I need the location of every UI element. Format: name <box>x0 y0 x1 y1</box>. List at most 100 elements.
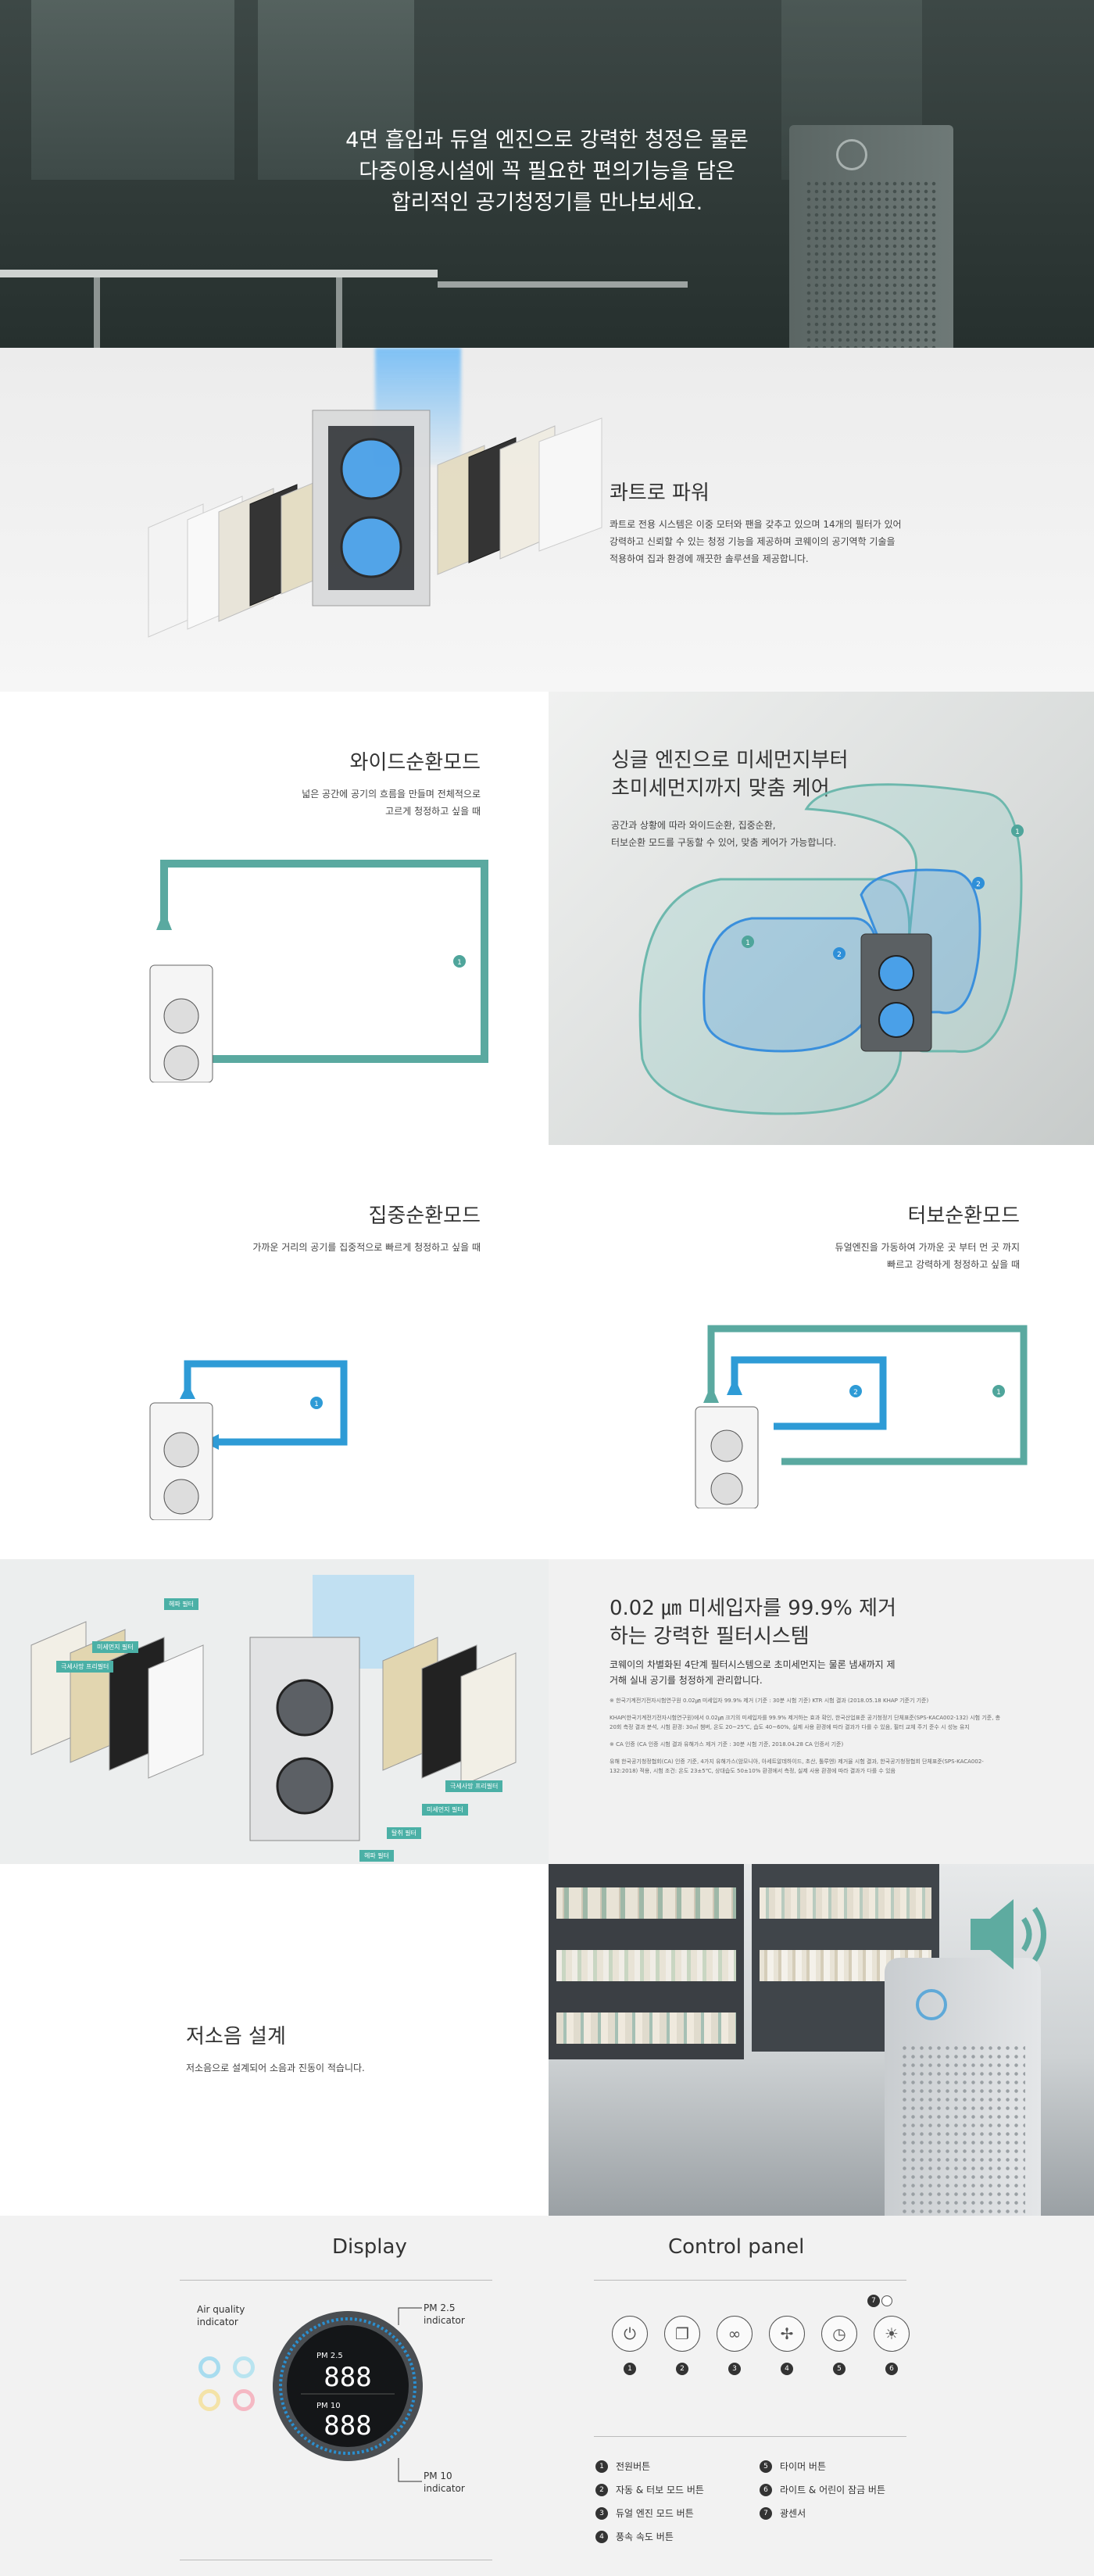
legend-item: 6 라이트 & 어린이 잠금 버튼 <box>760 2483 885 2496</box>
fan-icon <box>340 516 402 578</box>
button-number-badge: 6 <box>885 2363 898 2375</box>
low-noise-section: 저소음 설계 저소음으로 설계되어 소음과 진동이 적습니다. <box>0 1864 1094 2216</box>
quartro-description: 콰트로 전용 시스템은 이중 모터와 팬을 갖추고 있으며 14개의 필터가 있… <box>610 516 902 567</box>
arrow-head <box>727 1377 742 1395</box>
fan-icon <box>878 955 914 991</box>
sound-wave-icon <box>1032 1907 1046 1962</box>
filter-tag: 극세사망 프리필터 <box>445 1780 503 1792</box>
purifier-grille <box>900 2044 1025 2216</box>
pm10-digits: 888 <box>324 2410 371 2442</box>
fan-icon <box>163 998 199 1034</box>
air-purifier-image <box>885 1958 1041 2216</box>
display-screen: PM 2.5 888 PM 10 888 <box>273 2311 423 2461</box>
wide-mode-description: 넓은 공간에 공기의 흐름을 만들며 전체적으로 고르게 청정하고 싶을 때 <box>302 785 481 820</box>
fan-icon <box>276 1679 334 1737</box>
label-line: indicator <box>424 2315 465 2326</box>
mode-marker <box>742 936 754 948</box>
single-engine-panel: 싱글 엔진으로 미세먼지부터 초미세먼지까지 맞춤 케어 공간과 상황에 따라 … <box>549 692 1094 1145</box>
wide-mode-title: 와이드순환모드 <box>349 751 481 775</box>
filter-system-title-line: 0.02 ㎛ 미세입자를 99.9% 제거 <box>610 1597 896 1620</box>
legend-label: 광센서 <box>780 2508 806 2519</box>
button-number-badge: 4 <box>781 2363 793 2375</box>
purifier-dial-icon <box>916 1989 947 2020</box>
auto-turbo-mode-button[interactable]: ❐ <box>664 2316 700 2352</box>
divider <box>594 2280 906 2281</box>
footnote: 유해 한국공기청정협회(CA) 인증 기준, 4가지 유해가스(암모니아, 아세… <box>610 1758 984 1774</box>
filter-system-line: 거해 실내 공기를 청정하게 관리합니다. <box>610 1675 763 1686</box>
single-engine-airflow-diagram: 1 2 2 1 <box>638 783 1024 1115</box>
filter-panel <box>460 1652 517 1787</box>
filter-system-title-line: 하는 강력한 필터시스템 <box>610 1625 810 1648</box>
circulation-modes-section: 집중순환모드 가까운 거리의 공기를 집중적으로 빠르게 청정하고 싶을 때 1… <box>0 1145 1094 1559</box>
fan-icon <box>710 1429 743 1462</box>
filter-system-title: 0.02 ㎛ 미세입자를 99.9% 제거 하는 강력한 필터시스템 <box>610 1594 896 1651</box>
air-purifier-image <box>789 125 953 348</box>
air-quality-ring-icon <box>198 2389 220 2411</box>
leader-line <box>398 2307 422 2325</box>
filter-tag: 탈취 필터 <box>387 1827 421 1839</box>
mode-marker <box>833 947 846 960</box>
filter-tag: 미세먼지 필터 <box>92 1641 138 1653</box>
single-engine-description: 공간과 상황에 따라 와이드순환, 집중순환, 터보순환 모드를 구동할 수 있… <box>611 817 836 851</box>
light-child-lock-button[interactable]: ☀ <box>874 2316 910 2352</box>
pm25-indicator-label: PM 2.5 indicator <box>424 2302 465 2327</box>
airflow-arrow <box>160 860 488 1063</box>
leader-line <box>398 2458 422 2482</box>
light-sensor-icon <box>881 2295 892 2306</box>
legend-number: 7 <box>760 2506 772 2520</box>
desk-leg <box>94 277 100 348</box>
legend-label: 타이머 버튼 <box>780 2461 827 2472</box>
single-engine-title-line: 싱글 엔진으로 미세먼지부터 <box>611 749 849 772</box>
label-line: PM 10 <box>424 2470 452 2481</box>
mode-marker-label: 1 <box>1015 828 1020 836</box>
filter-system-section: 헤파 필터 미세먼지 필터 극세사망 프리필터 극세사망 프리필터 미세먼지 필… <box>0 1559 1094 1864</box>
wide-mode-line: 넓은 공간에 공기의 흐름을 만들며 전체적으로 <box>302 789 481 800</box>
sensor-number-badge: 7 <box>867 2295 880 2307</box>
mode-marker-label: 1 <box>745 939 750 947</box>
legend-item: 2 자동 & 터보 모드 버튼 <box>595 2483 704 2496</box>
filter-panel <box>538 417 602 552</box>
legend-label: 풍속 속도 버튼 <box>616 2531 674 2542</box>
dual-engine-mode-button[interactable]: ∞ <box>717 2316 753 2352</box>
display-ring <box>279 2317 417 2455</box>
filter-tag: 헤파 필터 <box>164 1598 198 1610</box>
legend-item: 7 광센서 <box>760 2506 806 2520</box>
low-noise-title: 저소음 설계 <box>186 2025 286 2048</box>
fan-icon <box>163 1479 199 1515</box>
desk-leg <box>336 277 342 348</box>
divider <box>180 2280 492 2281</box>
filter-tag: 극세사망 프리필터 <box>56 1661 114 1673</box>
mode-marker <box>849 1385 862 1397</box>
fan-icon <box>340 438 402 500</box>
air-quality-ring-icon <box>233 2389 255 2411</box>
quartro-line: 콰트로 전용 시스템은 이중 모터와 팬을 갖추고 있으며 14개의 필터가 있… <box>610 519 902 530</box>
concentrated-mode-diagram: 1 <box>149 1360 348 1520</box>
legend-label: 듀얼 엔진 모드 버튼 <box>616 2508 694 2519</box>
turbo-mode-diagram: 2 1 <box>695 1325 1028 1508</box>
books-row <box>556 1950 736 1981</box>
label-line: indicator <box>424 2483 465 2494</box>
timer-button[interactable]: ◷ <box>821 2316 857 2352</box>
button-number-badge: 5 <box>833 2363 846 2375</box>
arrow-head <box>703 1385 719 1403</box>
airflow-arrow <box>184 1360 348 1446</box>
library-scene-image <box>549 1864 1094 2216</box>
fan-speed-button[interactable]: ✢ <box>769 2316 805 2352</box>
label-line: indicator <box>197 2317 238 2327</box>
arrow-head <box>156 911 172 930</box>
mode-marker-label: 1 <box>314 1401 319 1408</box>
background-window <box>258 0 414 180</box>
pm25-digits: 888 <box>324 2362 371 2393</box>
purifier-dial-icon <box>836 139 867 170</box>
exploded-filter-diagram <box>148 410 602 638</box>
power-button[interactable]: ⏻ <box>612 2316 648 2352</box>
low-noise-description: 저소음으로 설계되어 소음과 진동이 적습니다. <box>186 2063 365 2073</box>
books-row <box>556 2012 736 2044</box>
airflow-arrow <box>707 1325 1028 1465</box>
turbo-airflow-loop <box>703 917 880 1053</box>
wide-mode-section: 와이드순환모드 넓은 공간에 공기의 흐름을 만들며 전체적으로 고르게 청정하… <box>0 692 1094 1145</box>
books-row <box>760 1887 931 1919</box>
concentrated-mode-description: 가까운 거리의 공기를 집중적으로 빠르게 청정하고 싶을 때 <box>252 1242 481 1253</box>
mode-marker <box>972 877 985 889</box>
air-quality-ring-icon <box>233 2356 255 2378</box>
